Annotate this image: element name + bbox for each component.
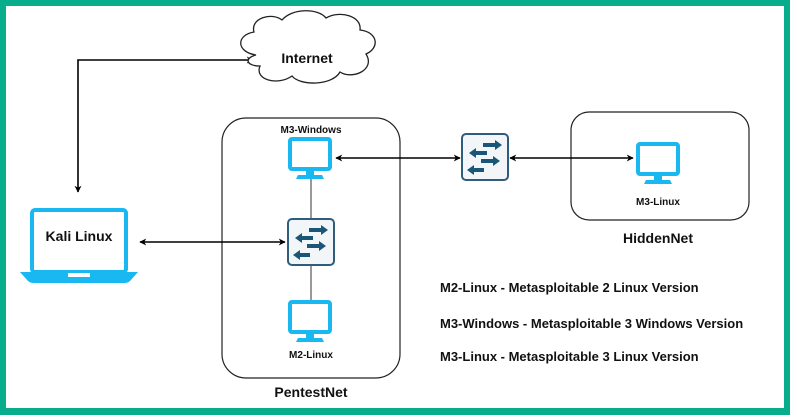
m3-linux-node: M3-Linux <box>636 142 680 208</box>
pentestnet-container <box>221 117 401 379</box>
hiddennet-label: HiddenNet <box>623 230 693 246</box>
internet-node: Internet <box>240 10 376 84</box>
legend-item: M3-Linux - Metasploitable 3 Linux Versio… <box>440 349 699 364</box>
legend-item: M2-Linux - Metasploitable 2 Linux Versio… <box>440 280 699 295</box>
m3-linux-label: M3-Linux <box>636 197 680 208</box>
monitor-icon <box>288 300 332 344</box>
pentestnet-label: PentestNet <box>274 384 347 400</box>
kali-linux-node: Kali Linux <box>20 208 138 283</box>
network-switch-icon <box>287 218 335 266</box>
hiddennet-container <box>570 111 750 221</box>
m3-windows-node: M3-Windows <box>280 125 342 181</box>
cloud-icon <box>240 10 376 84</box>
m2-linux-label: M2-Linux <box>289 350 333 361</box>
internet-label: Internet <box>281 50 333 66</box>
kali-linux-label: Kali Linux <box>46 228 113 244</box>
m3-windows-label: M3-Windows <box>280 125 341 136</box>
monitor-icon <box>288 137 332 181</box>
monitor-icon <box>636 142 680 186</box>
core-switch-node <box>461 133 509 181</box>
laptop-icon <box>20 208 138 283</box>
legend: M2-Linux - Metasploitable 2 Linux Versio… <box>440 280 743 364</box>
pentest-switch-node <box>287 218 335 266</box>
network-switch-icon <box>461 133 509 181</box>
m2-linux-node: M2-Linux <box>288 300 333 361</box>
link-kali-internet <box>74 56 254 193</box>
legend-item: M3-Windows - Metasploitable 3 Windows Ve… <box>440 316 743 331</box>
